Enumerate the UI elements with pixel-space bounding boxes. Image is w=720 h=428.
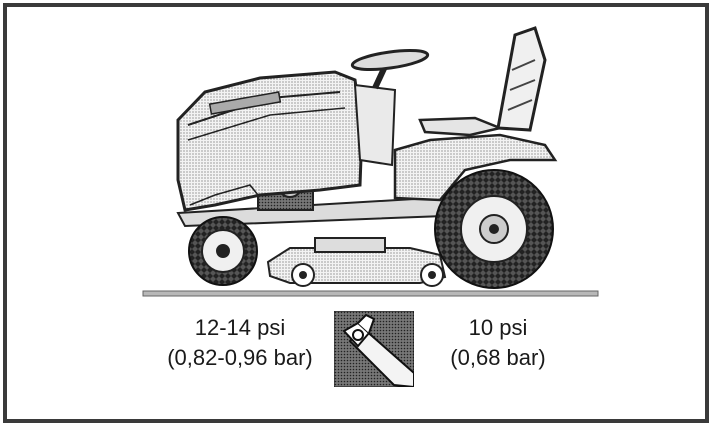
dash (353, 83, 397, 167)
front-tire-bar: (0,82-0,96 bar) (167, 345, 313, 370)
ground-line (142, 290, 599, 297)
rear-fender (393, 133, 558, 202)
mower-deck (266, 237, 447, 287)
front-wheel (188, 216, 258, 286)
tire-pressure-gauge-icon (334, 311, 414, 387)
rear-tire-psi: 10 psi (468, 315, 528, 340)
front-tire-psi: 12-14 psi (194, 315, 286, 340)
rear-tire-pressure-label: 10 psi (0,68 bar) (423, 313, 573, 373)
rear-tire-bar: (0,68 bar) (450, 345, 546, 370)
rear-wheel (434, 169, 554, 289)
front-tire-pressure-label: 12-14 psi (0,82-0,96 bar) (150, 313, 330, 373)
seat (418, 26, 547, 137)
steering-wheel (350, 48, 430, 72)
